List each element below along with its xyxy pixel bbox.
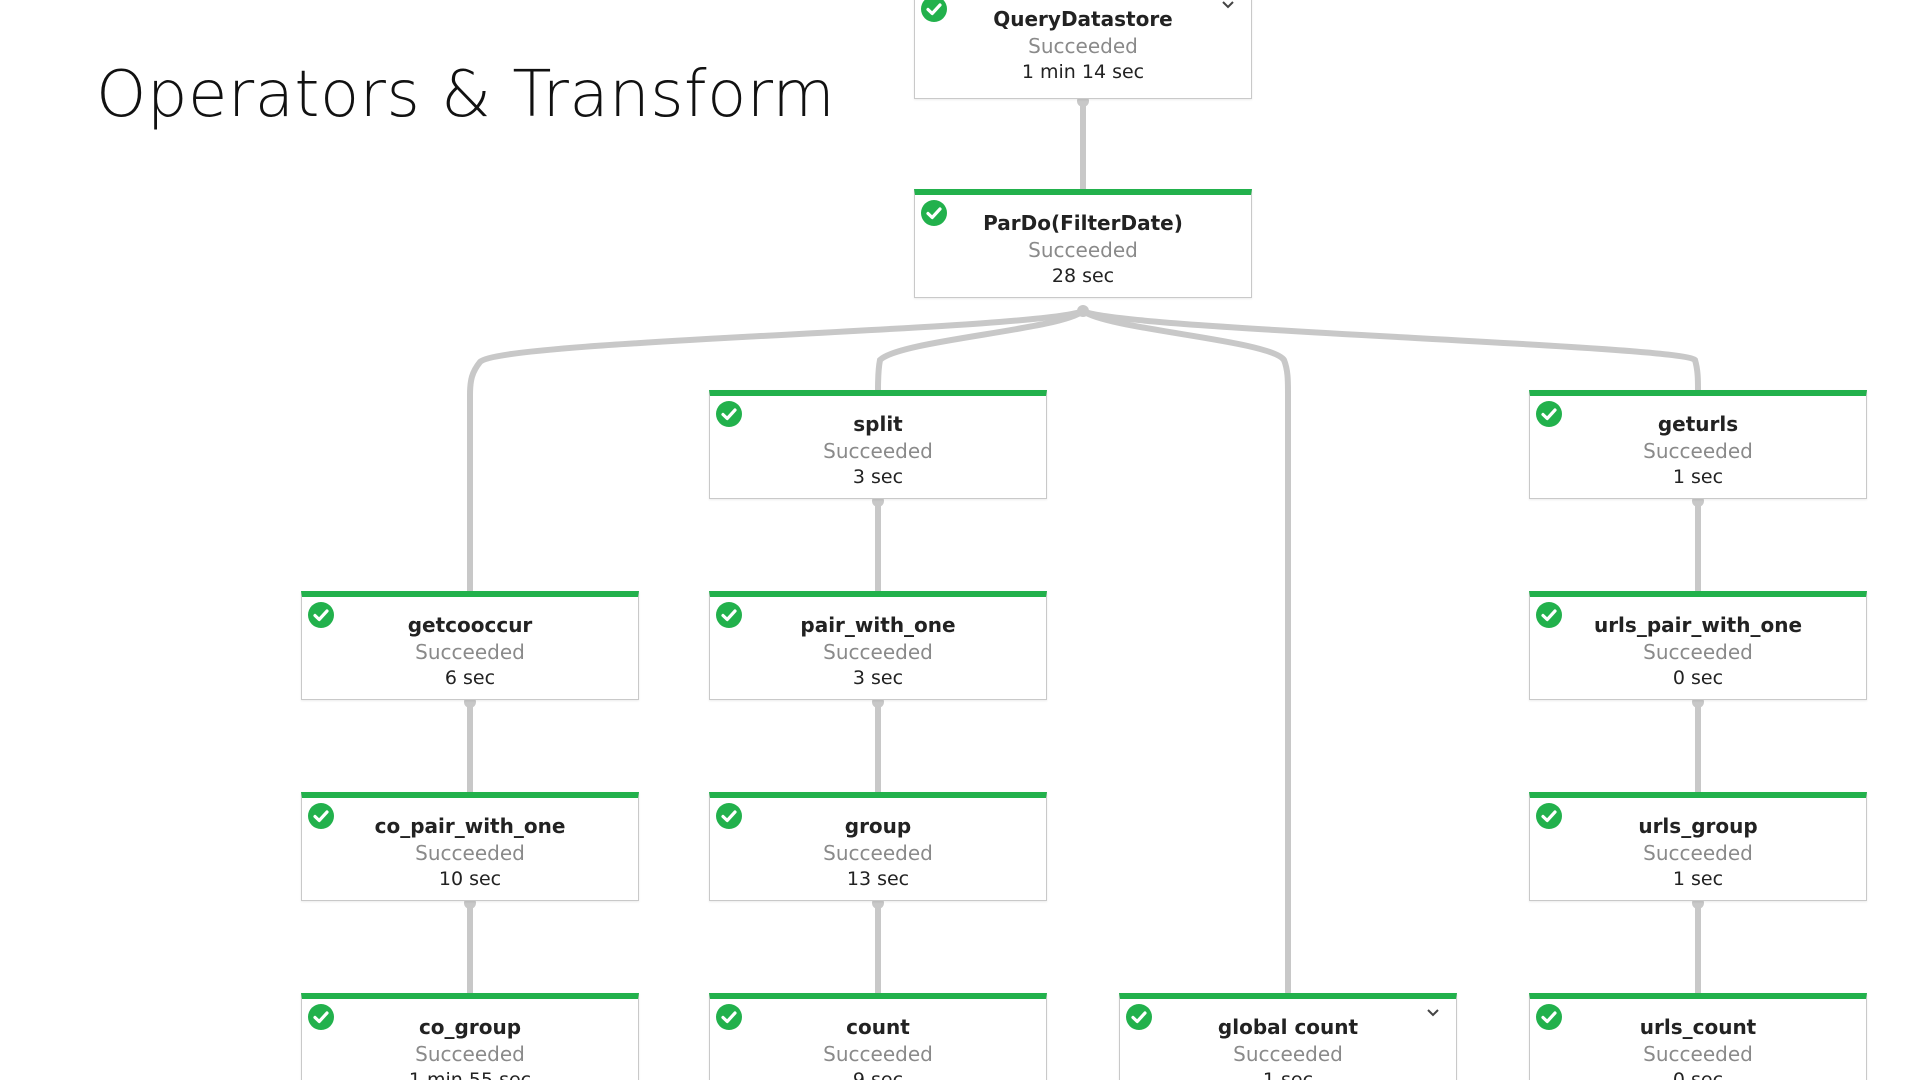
node-name: pair_with_one	[800, 613, 956, 637]
node-name: urls_count	[1639, 1015, 1757, 1039]
node-status: Succeeded	[823, 640, 933, 664]
check-circle-icon	[308, 1004, 334, 1030]
node-duration: 1 sec	[1672, 466, 1724, 488]
edge-port	[1077, 305, 1089, 317]
node-duration: 10 sec	[438, 868, 502, 890]
node-pair-with-one[interactable]: pair_with_one Succeeded 3 sec	[709, 591, 1047, 700]
node-duration: 1 sec	[1262, 1069, 1314, 1080]
node-duration: 6 sec	[444, 667, 496, 689]
node-status: Succeeded	[823, 841, 933, 865]
node-duration: 28 sec	[1051, 265, 1115, 287]
node-duration: 3 sec	[852, 466, 904, 488]
node-count[interactable]: count Succeeded 9 sec	[709, 993, 1047, 1080]
node-duration: 1 min 55 sec	[408, 1069, 532, 1080]
check-circle-icon	[1536, 803, 1562, 829]
check-circle-icon	[308, 803, 334, 829]
node-status: Succeeded	[1643, 439, 1753, 463]
check-circle-icon	[921, 0, 947, 22]
node-name: count	[846, 1015, 910, 1039]
node-status: Succeeded	[823, 1042, 933, 1066]
check-circle-icon	[1536, 602, 1562, 628]
node-status: Succeeded	[1233, 1042, 1343, 1066]
node-status: Succeeded	[415, 640, 525, 664]
check-circle-icon	[716, 803, 742, 829]
edge-pardo-to-getcooccur	[467, 308, 1086, 594]
node-duration: 3 sec	[852, 667, 904, 689]
node-urls-pair-with-one[interactable]: urls_pair_with_one Succeeded 0 sec	[1529, 591, 1867, 700]
check-circle-icon	[921, 200, 947, 226]
node-name: co_pair_with_one	[374, 814, 566, 838]
node-status: Succeeded	[415, 841, 525, 865]
slide-title: Operators & Transform	[96, 58, 836, 132]
check-circle-icon	[716, 401, 742, 427]
node-urls-group[interactable]: urls_group Succeeded 1 sec	[1529, 792, 1867, 901]
node-co-pair-with-one[interactable]: co_pair_with_one Succeeded 10 sec	[301, 792, 639, 901]
node-status: Succeeded	[1643, 1042, 1753, 1066]
node-status: Succeeded	[1028, 238, 1138, 262]
node-duration: 0 sec	[1672, 667, 1724, 689]
check-circle-icon	[1536, 401, 1562, 427]
node-duration: 9 sec	[852, 1069, 904, 1080]
node-co-group[interactable]: co_group Succeeded 1 min 55 sec	[301, 993, 639, 1080]
node-status: Succeeded	[1643, 841, 1753, 865]
node-name: getcooccur	[407, 613, 533, 637]
node-name: split	[853, 412, 903, 436]
chevron-down-icon[interactable]	[1424, 1003, 1442, 1021]
node-querydatastore[interactable]: QueryDatastore Succeeded 1 min 14 sec	[914, 0, 1252, 99]
node-status: Succeeded	[415, 1042, 525, 1066]
node-name: QueryDatastore	[993, 7, 1173, 31]
check-circle-icon	[716, 1004, 742, 1030]
node-duration: 13 sec	[846, 868, 910, 890]
node-status: Succeeded	[1028, 34, 1138, 58]
node-status: Succeeded	[823, 439, 933, 463]
node-duration: 0 sec	[1672, 1069, 1724, 1080]
node-split[interactable]: split Succeeded 3 sec	[709, 390, 1047, 499]
node-urls-count[interactable]: urls_count Succeeded 0 sec	[1529, 993, 1867, 1080]
chevron-down-icon[interactable]	[1219, 0, 1237, 13]
edge-pardo-to-global-count	[1080, 308, 1291, 995]
node-name: ParDo(FilterDate)	[983, 211, 1183, 235]
check-circle-icon	[716, 602, 742, 628]
node-name: group	[844, 814, 912, 838]
check-circle-icon	[308, 602, 334, 628]
check-circle-icon	[1126, 1004, 1152, 1030]
node-name: urls_pair_with_one	[1593, 613, 1803, 637]
node-duration: 1 sec	[1672, 868, 1724, 890]
node-geturls[interactable]: geturls Succeeded 1 sec	[1529, 390, 1867, 499]
node-name: geturls	[1657, 412, 1739, 436]
node-name: urls_group	[1638, 814, 1758, 838]
node-name: co_group	[418, 1015, 522, 1039]
edge-pardo-to-split	[875, 308, 1086, 393]
check-circle-icon	[1536, 1004, 1562, 1030]
node-name: global count	[1217, 1015, 1359, 1039]
edge-pardo-to-geturls	[1080, 308, 1701, 393]
node-status: Succeeded	[1643, 640, 1753, 664]
node-getcooccur[interactable]: getcooccur Succeeded 6 sec	[301, 591, 639, 700]
node-group[interactable]: group Succeeded 13 sec	[709, 792, 1047, 901]
node-global-count[interactable]: global count Succeeded 1 sec	[1119, 993, 1457, 1080]
node-pardo-filterdate[interactable]: ParDo(FilterDate) Succeeded 28 sec	[914, 189, 1252, 298]
node-duration: 1 min 14 sec	[1021, 61, 1145, 83]
